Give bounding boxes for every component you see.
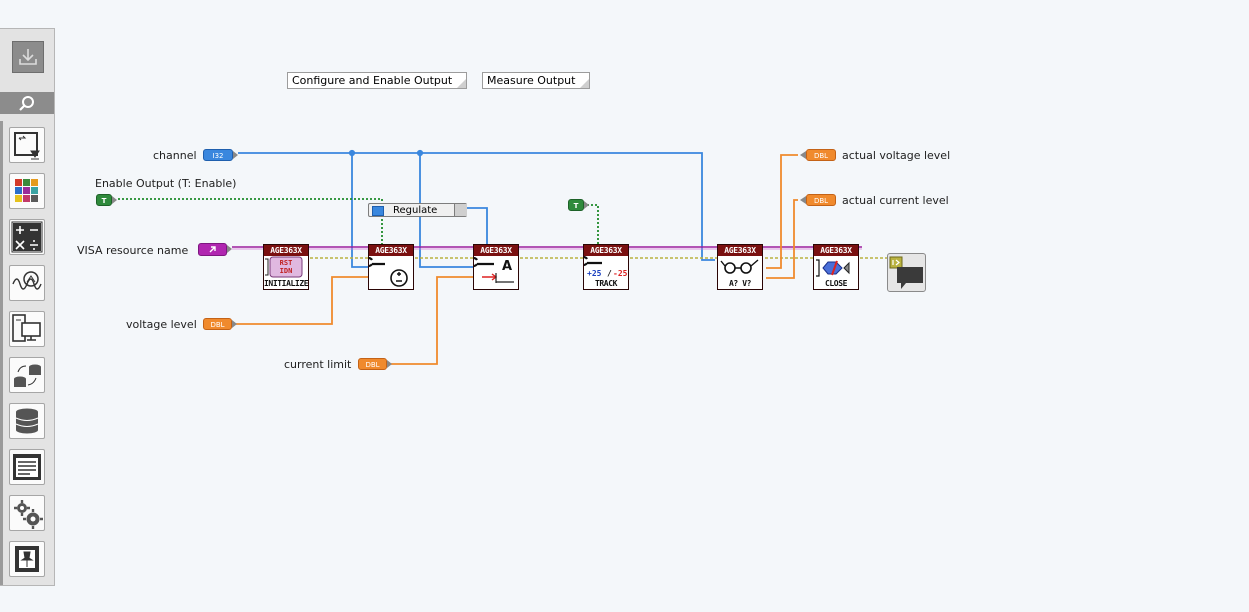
- initialize-header: AGE363X: [264, 245, 308, 256]
- actual-current-label: actual current level: [842, 194, 949, 207]
- configure-output-subvi[interactable]: AGE363X: [368, 244, 414, 290]
- gears-icon[interactable]: [9, 495, 45, 531]
- array-cluster-icon[interactable]: [9, 173, 45, 209]
- comment-configure-text: Configure and Enable Output: [292, 74, 453, 87]
- track-art-minus: -25: [613, 269, 628, 278]
- enable-output-control[interactable]: T: [96, 194, 117, 206]
- track-footer: TRACK: [594, 279, 618, 288]
- regulate-value: Regulate: [393, 205, 438, 216]
- comment-measure-text: Measure Output: [487, 74, 576, 87]
- measure-header: AGE363X: [718, 245, 762, 256]
- close-footer: CLOSE: [824, 279, 848, 288]
- initialize-footer: INITIALIZE: [264, 279, 309, 288]
- report-icon[interactable]: [9, 449, 45, 485]
- visa-resource-label: VISA resource name: [77, 244, 189, 257]
- current-limit-control[interactable]: DBL: [358, 358, 392, 370]
- glasses-icon: [720, 259, 759, 274]
- visa-resource-wire[interactable]: [232, 246, 862, 250]
- initialize-subvi[interactable]: AGE363X RST IDN INITIALIZE: [263, 244, 309, 290]
- numeric-icon[interactable]: [9, 219, 45, 255]
- pin-palette-icon[interactable]: [9, 541, 45, 577]
- comment-measure[interactable]: Measure Output: [482, 72, 591, 89]
- database-icon[interactable]: [9, 403, 45, 439]
- track-art-icon: +25 / -25: [584, 256, 628, 278]
- palette-edge: [0, 121, 3, 585]
- instrument-io-icon[interactable]: [9, 311, 45, 347]
- measure-output-subvi[interactable]: AGE363X A? V?: [717, 244, 763, 290]
- close-header: AGE363X: [814, 245, 858, 256]
- dbl-wires[interactable]: [236, 154, 798, 365]
- regulate-dropdown-arrow[interactable]: [454, 204, 467, 216]
- track-art-slash: /: [607, 269, 612, 278]
- waveform-icon[interactable]: [9, 265, 45, 301]
- channel-label: channel: [153, 149, 197, 162]
- configure-current-limit-subvi[interactable]: AGE363X A: [473, 244, 519, 290]
- visa-resource-control[interactable]: [198, 243, 232, 256]
- voltage-level-control[interactable]: DBL: [203, 318, 237, 330]
- data-communication-icon[interactable]: [9, 357, 45, 393]
- track-subvi[interactable]: AGE363X +25 / -25 TRACK: [583, 244, 629, 290]
- functions-palette: [0, 28, 55, 586]
- wrench-current-icon: A: [474, 256, 514, 283]
- error-dialog-icon: [889, 256, 923, 289]
- voltage-level-label: voltage level: [126, 318, 197, 331]
- simple-error-handler[interactable]: [887, 253, 926, 292]
- configure-header: AGE363X: [369, 245, 413, 256]
- enable-output-label: Enable Output (T: Enable): [95, 177, 237, 190]
- actual-voltage-indicator[interactable]: DBL: [800, 149, 836, 161]
- download-icon[interactable]: [12, 41, 44, 73]
- track-art-plus: +25: [587, 269, 602, 278]
- wrench-power-icon: [369, 256, 408, 287]
- visa-arrow-icon: [209, 246, 216, 253]
- comment-configure[interactable]: Configure and Enable Output: [287, 72, 468, 89]
- channel-control[interactable]: I32: [203, 149, 238, 161]
- close-subvi[interactable]: AGE363X CLOSE: [813, 244, 859, 290]
- track-boolean-constant[interactable]: T: [568, 199, 589, 211]
- initialize-art-icon: RST IDN: [265, 256, 303, 278]
- initialize-art-idn: IDN: [280, 267, 293, 275]
- track-header: AGE363X: [584, 245, 628, 256]
- actual-current-indicator[interactable]: DBL: [800, 194, 836, 206]
- measure-footer: A? V?: [728, 279, 752, 288]
- regulate-ring-constant[interactable]: Regulate: [368, 203, 467, 217]
- close-art-icon: [816, 259, 850, 277]
- structures-icon[interactable]: [9, 127, 45, 163]
- channel-wire[interactable]: [238, 149, 715, 268]
- actual-voltage-label: actual voltage level: [842, 149, 951, 162]
- current-limit-header: AGE363X: [474, 245, 518, 256]
- initialize-art-rst: RST: [280, 259, 293, 267]
- search-icon[interactable]: [0, 92, 54, 114]
- regulate-led: [372, 206, 384, 216]
- current-limit-art-text: A: [502, 259, 512, 274]
- enable-output-wire[interactable]: [118, 198, 599, 245]
- current-limit-label: current limit: [284, 358, 352, 371]
